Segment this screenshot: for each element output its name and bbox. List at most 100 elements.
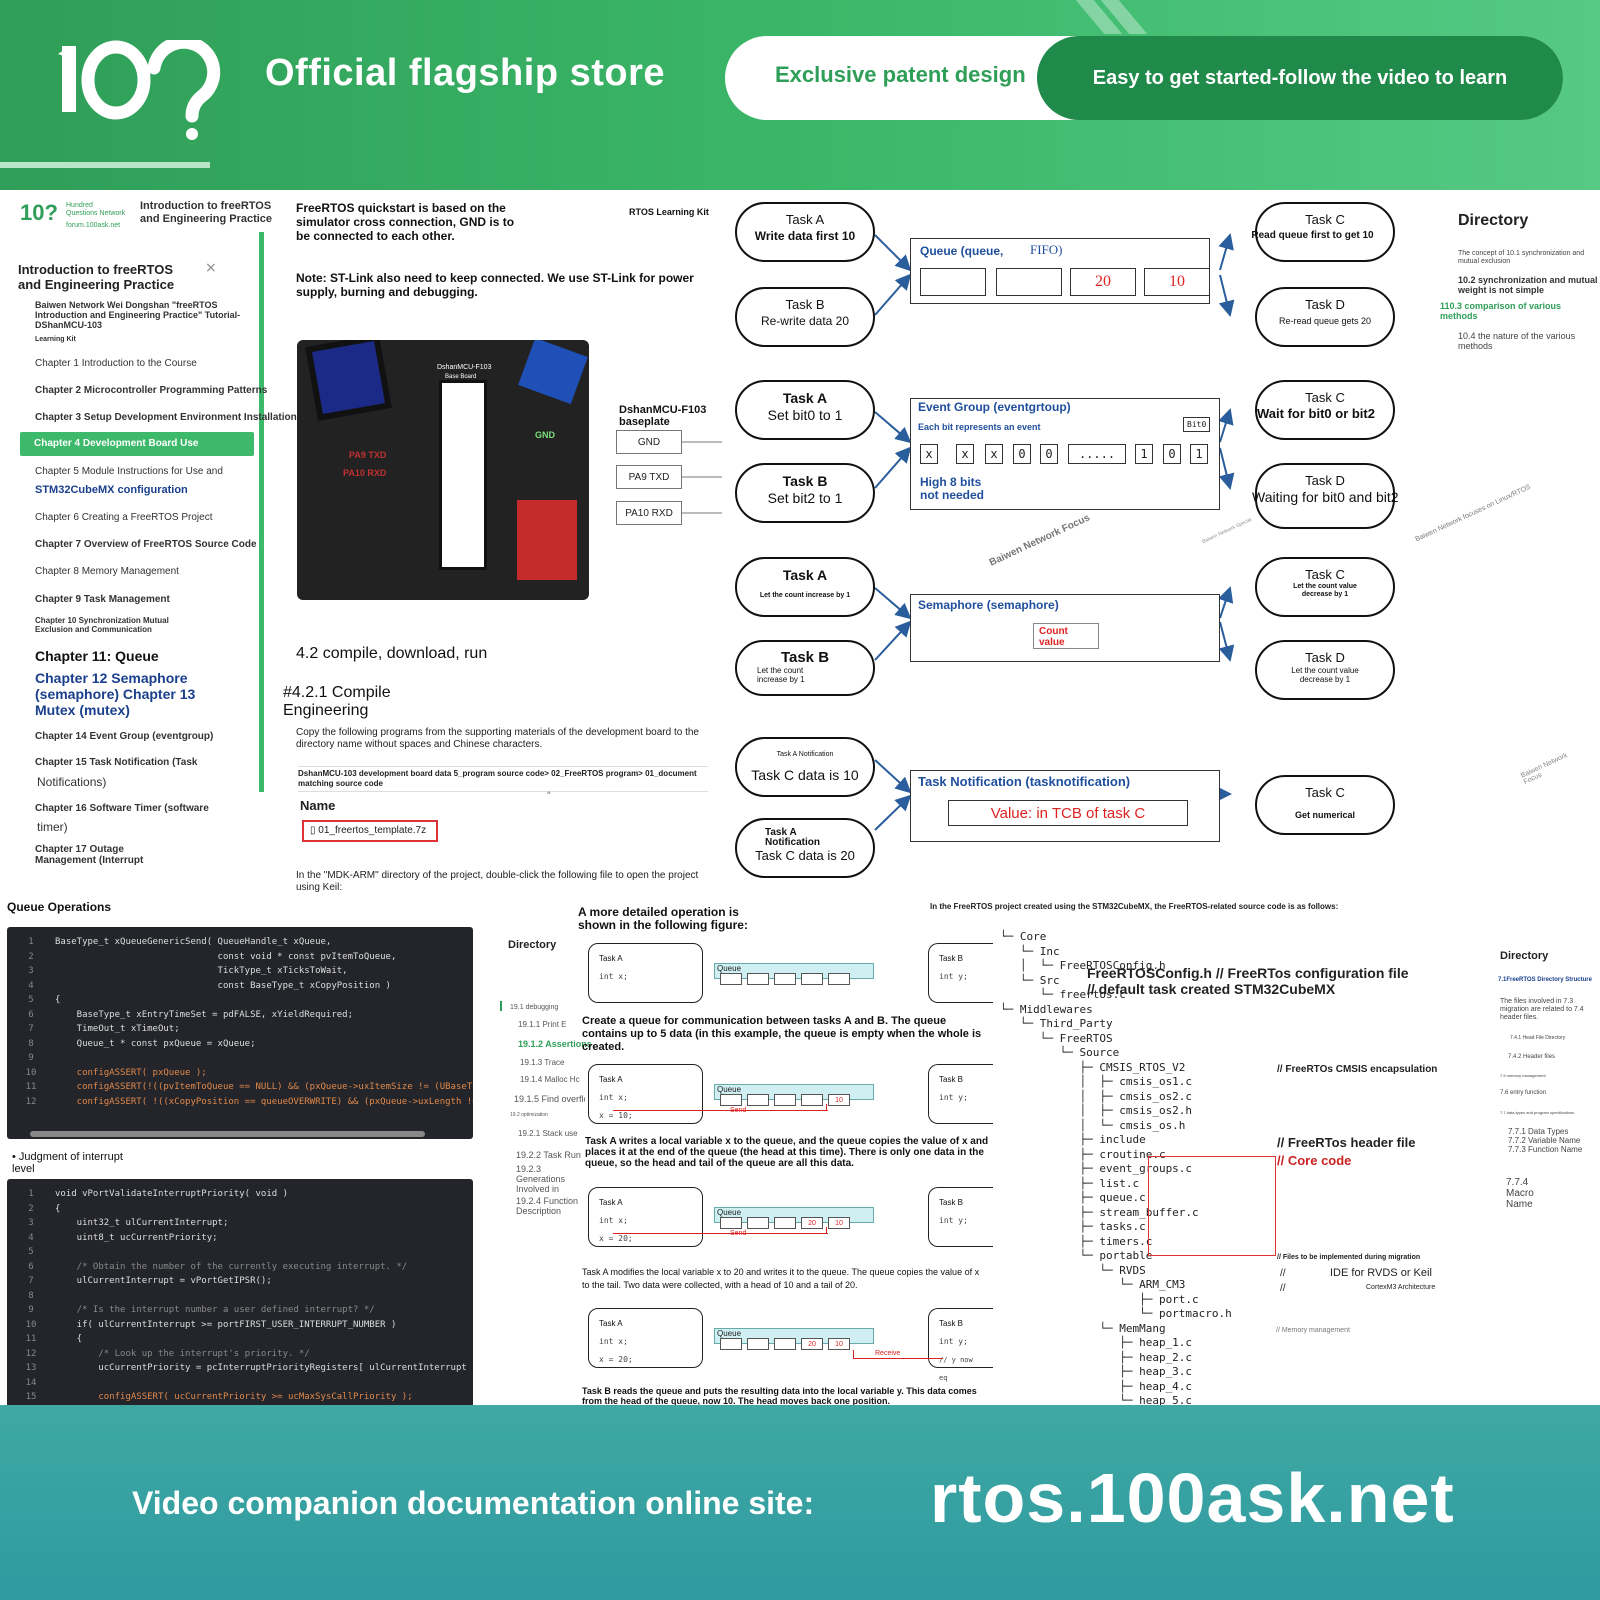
tree-node[interactable]: └─ ARM_CM3 <box>1000 1278 1186 1291</box>
tree-node[interactable]: ├─ tasks.c <box>1000 1220 1146 1233</box>
tree-node[interactable]: │ └─ cmsis_os.h <box>1000 1118 1186 1132</box>
toc-item[interactable]: Chapter 15 Task Notification (Task <box>35 757 198 768</box>
tree-node[interactable]: └─ Src <box>1000 973 1060 987</box>
directory2-item[interactable]: 7.7.1 Data Types 7.7.2 Variable Name 7.7… <box>1508 1127 1583 1154</box>
mid-directory-item[interactable]: 19.1.2 Assertions <box>518 1039 592 1049</box>
mid-directory-item[interactable]: 19.1.1 Print E <box>518 1020 567 1029</box>
tree-node[interactable]: └─ portable <box>1000 1249 1153 1262</box>
toc-item[interactable]: Chapter 1 Introduction to the Course <box>35 358 197 369</box>
code-scrollbar[interactable] <box>30 1131 425 1137</box>
tree-node[interactable]: ├─ CMSIS_RTOS_V2 <box>1000 1060 1186 1074</box>
tree-node[interactable]: └─ Source <box>1000 1046 1120 1059</box>
tree-node[interactable]: ├─ heap_4.c <box>1000 1379 1193 1393</box>
tree-node[interactable]: ├─ port.c <box>1000 1292 1199 1306</box>
toc-item[interactable]: Chapter 9 Task Management <box>35 594 170 605</box>
toc-item[interactable]: Chapter 14 Event Group (eventgroup) <box>35 731 214 742</box>
toc-item[interactable]: Chapter 10 Synchronization Mutual Exclus… <box>35 616 169 634</box>
toc-item[interactable]: Notifications) <box>37 775 107 789</box>
toc-item-semaphore[interactable]: Chapter 12 Semaphore (semaphore) Chapter… <box>35 670 196 718</box>
toc-item[interactable]: Chapter 16 Software Timer (software <box>35 803 209 814</box>
toc-item-queue[interactable]: Chapter 11: Queue <box>35 648 159 664</box>
tree-comment: // FreeRTOs CMSIS encapsulation <box>1277 1064 1438 1075</box>
tree-node[interactable]: └─ RVDS <box>1000 1263 1146 1277</box>
directory-item[interactable]: 10.2 synchronization and mutual weight i… <box>1458 275 1598 295</box>
toc-item-selected[interactable]: Chapter 4 Development Board Use <box>20 432 254 456</box>
directory-item[interactable]: 110.3 comparison of various methods <box>1440 301 1562 321</box>
tree-node[interactable]: └─ portmacro.h <box>1000 1307 1232 1320</box>
tree-node[interactable]: └─ Inc <box>1000 944 1060 958</box>
toc-item[interactable]: STM32CubeMX configuration <box>35 484 188 496</box>
tree-node[interactable]: ├─ stream_buffer.c <box>1000 1205 1199 1219</box>
mid-directory-item[interactable]: 19.2.2 Task Run <box>516 1150 581 1160</box>
directory2-item[interactable]: 7.5 memory management <box>1500 1073 1546 1078</box>
toc-item[interactable]: Chapter 6 Creating a FreeRTOS Project <box>35 512 213 523</box>
directory2-item[interactable]: 7.4.2 Header files <box>1508 1054 1556 1060</box>
tree-node[interactable]: │ ├─ cmsis_os2.h <box>1000 1104 1193 1117</box>
tree-node[interactable]: ├─ include <box>1000 1133 1146 1146</box>
directory2-item[interactable]: The files involved in 7.3 migration are … <box>1500 998 1584 1021</box>
toc-item[interactable]: Chapter 7 Overview of FreeRTOS Source Co… <box>35 539 257 550</box>
tree-node[interactable]: ├─ heap_1.c <box>1000 1336 1193 1349</box>
name-column-header[interactable]: Name <box>300 798 336 813</box>
file-item[interactable]: ▯ 01_freertos_template.7z <box>302 820 438 842</box>
directory2-item[interactable]: 7.4.1 Head File Directory <box>1510 1035 1566 1041</box>
directory-item[interactable]: The concept of 10.1 synchronization and … <box>1458 250 1585 265</box>
tree-node[interactable]: ├─ queue.c <box>1000 1191 1146 1204</box>
line-number: 1 <box>28 1189 34 1199</box>
directory2-item[interactable]: 7.6 entry function <box>1500 1090 1547 1096</box>
mid-directory-item[interactable]: 19.2.3 Generations Involved in <box>516 1164 566 1194</box>
tree-comment: // default task created STM32CubeMX <box>1087 981 1336 997</box>
tree-comment: // FreeRTos header file <box>1277 1135 1416 1150</box>
tree-node[interactable]: └─ FreeRTOS <box>1000 1031 1113 1045</box>
tree-node[interactable]: ├─ event_groups.c <box>1000 1162 1193 1175</box>
code-line: 10 configASSERT( pxQueue ); <box>7 1066 473 1081</box>
tree-node[interactable]: └─ Third_Party <box>1000 1017 1113 1030</box>
tree-node[interactable]: ├─ timers.c <box>1000 1234 1153 1248</box>
queue-slot <box>747 973 769 985</box>
tree-node[interactable]: │ ├─ cmsis_os1.c <box>1000 1075 1193 1088</box>
queue-slot <box>747 1338 769 1350</box>
tree-node[interactable]: │ └─ FreeRTOSConfig.h <box>1000 959 1166 972</box>
toc-item[interactable]: timer) <box>37 820 68 834</box>
task-name: Task A Notification <box>765 827 820 848</box>
directory2-item[interactable]: 7.7.4 Macro Name <box>1506 1177 1534 1210</box>
toc-item[interactable]: Chapter 17 Outage Management (Interrupt <box>35 844 144 866</box>
mid-directory-item[interactable]: 19.2.1 Stack use <box>518 1129 578 1138</box>
toc-item[interactable]: Chapter 2 Microcontroller Programming Pa… <box>35 385 268 396</box>
tree-node[interactable]: └─ Core <box>1000 930 1047 943</box>
mid-directory-item[interactable]: 19.2.4 Function Description <box>516 1196 579 1216</box>
mid-directory-item[interactable]: 19.1.4 Malloc Hc <box>520 1075 580 1084</box>
toc-item[interactable]: Chapter 8 Memory Management <box>35 566 179 577</box>
line-number: 11 <box>25 1082 37 1092</box>
tree-node[interactable]: │ ├─ cmsis_os2.c <box>1000 1089 1193 1103</box>
tree-node[interactable]: └─ MemMang <box>1000 1321 1166 1335</box>
directory2-item[interactable]: 7.1FreeRTOS Directory Structure <box>1498 977 1592 983</box>
tree-node[interactable]: └─ heap_5.c <box>1000 1394 1193 1407</box>
tree-node[interactable]: ├─ list.c <box>1000 1176 1140 1190</box>
mid-directory-item[interactable]: 19.2 optimization <box>510 1112 548 1118</box>
mid-directory-item[interactable]: 19.1 debugging <box>510 1004 559 1011</box>
section-421-heading: #4.2.1 Compile Engineering <box>283 684 391 719</box>
tree-node[interactable]: ├─ heap_3.c <box>1000 1365 1193 1378</box>
sort-up-icon[interactable]: ˄ <box>546 790 552 803</box>
mid-directory-item[interactable]: 19.1.5 Find overflow Hc <box>514 1094 609 1104</box>
toc-item[interactable]: Chapter 3 Setup Development Environment … <box>35 412 297 423</box>
tree-node[interactable]: ├─ heap_2.c <box>1000 1350 1193 1364</box>
close-icon[interactable]: × <box>205 260 217 276</box>
queue-slot <box>774 1094 796 1106</box>
task-a-label: Task A <box>599 954 623 963</box>
tree-node[interactable]: └─ Middlewares <box>1000 1002 1093 1016</box>
tree-node[interactable]: └─ freertos.c <box>1000 988 1126 1001</box>
toc-item[interactable]: Chapter 5 Module Instructions for Use an… <box>35 466 223 477</box>
tree-node[interactable]: ├─ croutine.c <box>1000 1147 1166 1161</box>
footer-site-link[interactable]: rtos.100ask.net <box>930 1459 1455 1537</box>
directory2-item[interactable]: 7.7 data types and program specification… <box>1500 1110 1575 1115</box>
mid-directory-item[interactable]: 19.1.3 Trace <box>520 1058 565 1067</box>
directory-item[interactable]: 10.4 the nature of the various methods <box>1458 331 1576 351</box>
